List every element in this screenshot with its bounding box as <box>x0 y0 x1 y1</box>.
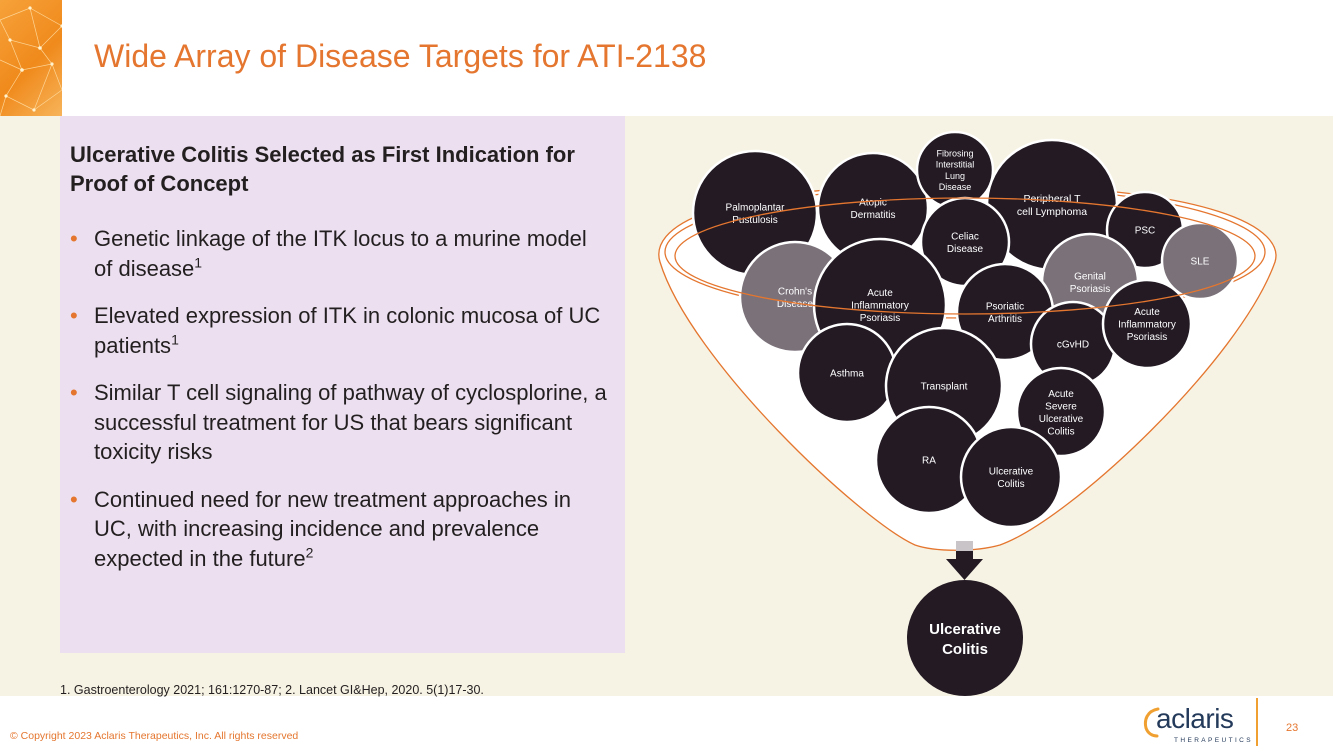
disease-label: cell Lymphoma <box>1017 206 1087 218</box>
disease-label: Psoriasis <box>1127 332 1168 343</box>
result-label: Ulcerative <box>929 621 1001 638</box>
disease-label: cGvHD <box>1057 340 1089 351</box>
bullet-icon: • <box>70 380 78 405</box>
disease-label: Genital <box>1074 271 1106 282</box>
disease-label: Atopic <box>859 197 887 208</box>
disease-label: Acute <box>1134 307 1160 318</box>
result-label: Colitis <box>942 641 988 658</box>
footnote-ref: 1 <box>171 331 179 348</box>
rationale-list: • Genetic linkage of the ITK locus to a m… <box>70 224 610 591</box>
disease-label: Severe <box>1045 401 1077 412</box>
disease-label: Pustulosis <box>732 215 778 226</box>
bullet-icon: • <box>70 303 78 328</box>
disease-label: Ulcerative <box>1039 414 1084 425</box>
disease-label: Palmoplantar <box>726 202 786 213</box>
disease-label: Celiac <box>951 231 979 242</box>
bullet-icon: • <box>70 486 78 512</box>
disease-circle <box>1015 366 1107 458</box>
disease-circle <box>959 425 1063 529</box>
disease-label: Psoriatic <box>986 301 1024 312</box>
disease-label: Disease <box>777 299 814 310</box>
disease-circle <box>1101 278 1193 370</box>
logo-word: aclaris <box>1156 703 1234 734</box>
list-item: • Genetic linkage of the ITK locus to a m… <box>70 224 610 283</box>
disease-label: Colitis <box>1047 426 1074 437</box>
footnote-ref: 2 <box>305 544 314 561</box>
disease-label: SLE <box>1191 257 1210 268</box>
bullet-text: Elevated expression of ITK in colonic mu… <box>94 303 601 358</box>
disease-label: Ulcerative <box>989 466 1034 477</box>
disease-label: Psoriasis <box>1070 284 1111 295</box>
bullet-icon: • <box>70 226 78 251</box>
disease-label: RA <box>922 456 936 467</box>
disease-label: Acute <box>867 288 893 299</box>
disease-label: Transplant <box>921 382 968 393</box>
disease-circle <box>1160 221 1240 301</box>
list-item: • Elevated expression of ITK in colonic m… <box>70 301 610 360</box>
result-circle <box>907 580 1023 696</box>
panel-subhead: Ulcerative Colitis Selected as First Ind… <box>70 142 575 196</box>
disease-label: PSC <box>1135 226 1156 237</box>
list-item: • Continued need for new treatment approa… <box>70 485 610 574</box>
disease-label: Colitis <box>997 479 1024 490</box>
disease-label: Arthritis <box>988 314 1022 325</box>
arrow-shaft <box>956 551 973 559</box>
indication-panel <box>60 116 625 653</box>
bullet-text: Continued need for new treatment approac… <box>94 486 571 571</box>
decorative-corner-image <box>0 0 62 116</box>
disease-label: Acute <box>1048 389 1074 400</box>
arrow-down-icon <box>946 559 983 580</box>
disease-label: Fibrosing <box>936 148 973 158</box>
copyright: © Copyright 2023 Aclaris Therapeutics, I… <box>10 730 299 742</box>
disease-label: Disease <box>947 244 984 255</box>
arrow-shaft <box>956 541 973 551</box>
disease-label: Asthma <box>830 369 864 380</box>
disease-label: Dermatitis <box>850 210 895 221</box>
disease-label: Disease <box>939 182 972 192</box>
funnel-rim-front <box>674 197 1256 315</box>
footnote-ref: 1 <box>194 254 203 271</box>
disease-label: Psoriasis <box>860 313 901 324</box>
aclaris-logo: aclaris THERAPEUTICS <box>1141 702 1251 746</box>
disease-label: Crohn's <box>778 286 812 297</box>
logo-arc-icon <box>1143 707 1160 738</box>
list-item: • Similar T cell signaling of pathway of … <box>70 378 610 467</box>
disease-label: Inflammatory <box>1118 320 1176 331</box>
footnote: 1. Gastroenterology 2021; 161:1270-87; 2… <box>60 683 484 697</box>
footer-divider <box>1256 698 1258 746</box>
bullet-text: Genetic linkage of the ITK locus to a mu… <box>94 226 587 281</box>
page-number: 23 <box>1286 722 1299 734</box>
bullet-text: Similar T cell signaling of pathway of c… <box>94 380 607 464</box>
logo-subtitle: THERAPEUTICS <box>1174 737 1254 744</box>
disease-label: Inflammatory <box>851 301 909 312</box>
page-title: Wide Array of Disease Targets for ATI-21… <box>94 38 707 74</box>
disease-label: Lung <box>945 171 965 181</box>
disease-label: Interstitial <box>936 160 975 170</box>
